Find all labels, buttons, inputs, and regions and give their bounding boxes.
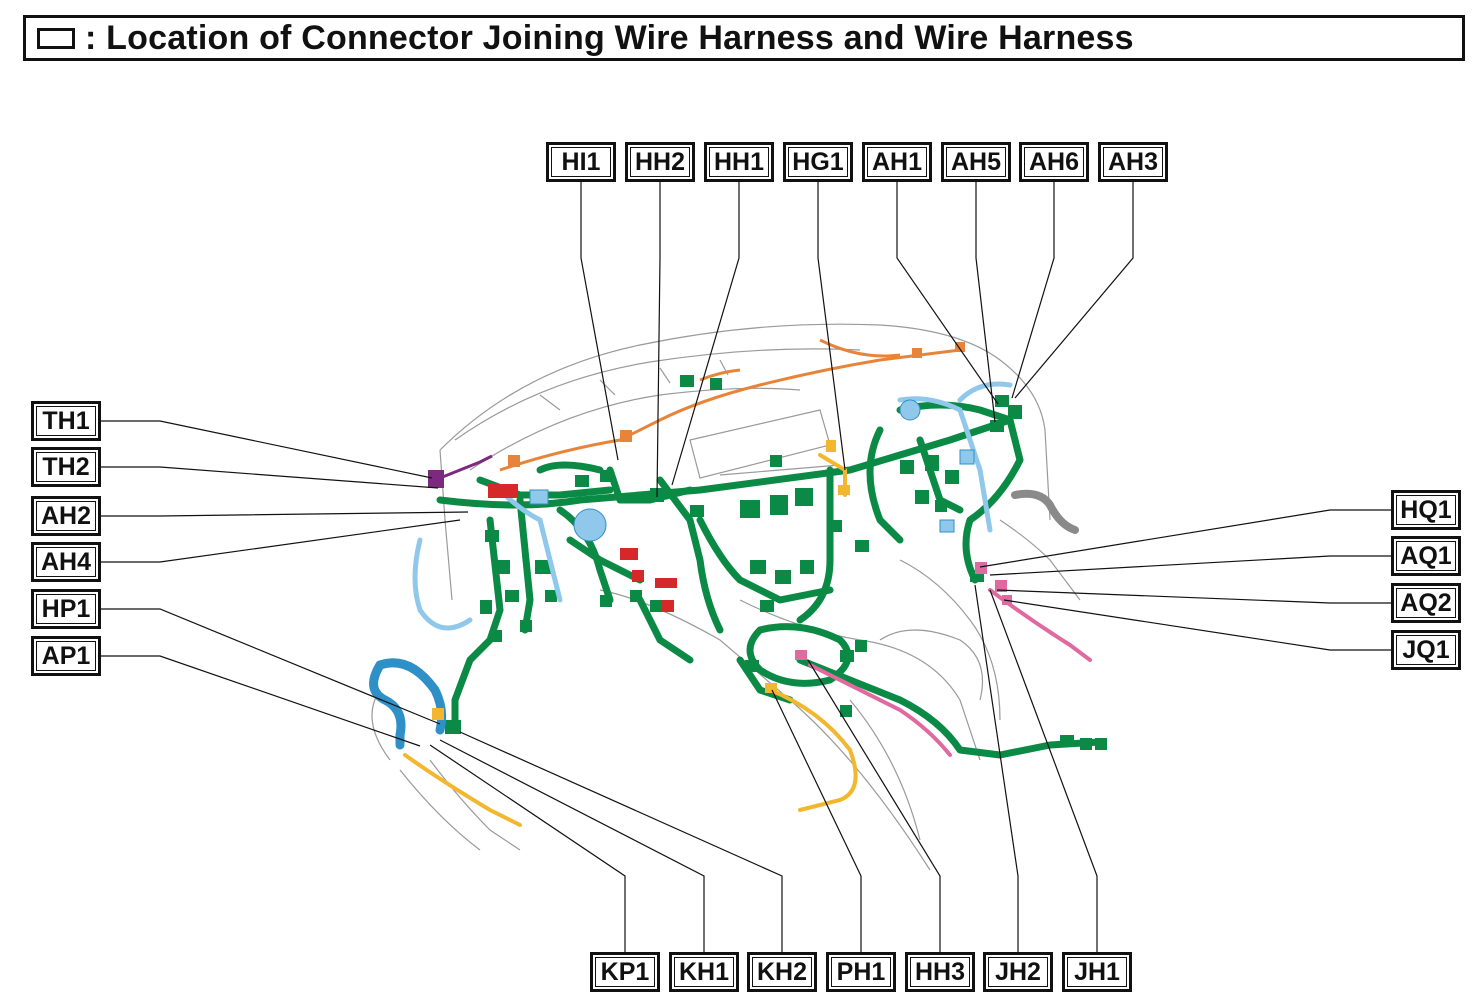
connector-label-hi1: HI1 [546,142,616,182]
orange-connectors [508,342,965,467]
connector-label-hp1: HP1 [31,589,101,629]
title-banner: Location of Connector Joining Wire Harne… [23,15,1465,61]
connector-label-jq1: JQ1 [1391,630,1461,670]
green-connectors [445,375,1107,750]
connector-label-kp1: KP1 [590,952,660,992]
blue-harness [369,658,447,750]
connector-legend-icon [37,27,75,49]
connector-label-th2: TH2 [31,447,101,487]
connector-label-hq1: HQ1 [1391,490,1461,530]
connector-label-kh1: KH1 [669,952,739,992]
green-harness [436,401,1104,759]
yellow-connectors [432,440,850,720]
connector-label-aq1: AQ1 [1391,536,1461,576]
leader-lines [101,182,1391,952]
connector-label-aq2: AQ2 [1391,583,1461,623]
gray-pipes [1011,489,1079,534]
connector-label-jh2: JH2 [983,952,1053,992]
connector-label-kh2: KH2 [747,952,817,992]
connector-label-hg1: HG1 [783,142,853,182]
connector-label-ah2: AH2 [31,496,101,536]
connector-label-ah1: AH1 [862,142,932,182]
connector-label-th1: TH1 [31,401,101,441]
connector-label-ah3: AH3 [1098,142,1168,182]
connector-label-ah4: AH4 [31,542,101,582]
connector-label-hh2: HH2 [625,142,695,182]
yellow-harness [403,453,858,827]
purple-connectors [428,454,493,488]
red-connectors [488,484,677,612]
connector-label-jh1: JH1 [1062,952,1132,992]
connector-label-ap1: AP1 [31,636,101,676]
orange-harness [499,338,961,472]
page-title: Location of Connector Joining Wire Harne… [85,19,1134,58]
pink-harness [808,588,1092,757]
connector-label-hh3: HH3 [905,952,975,992]
connector-label-ah5: AH5 [941,142,1011,182]
light-blue-connectors [529,399,975,542]
connector-label-hh1: HH1 [704,142,774,182]
connector-label-ph1: PH1 [826,952,896,992]
connector-label-ah6: AH6 [1019,142,1089,182]
